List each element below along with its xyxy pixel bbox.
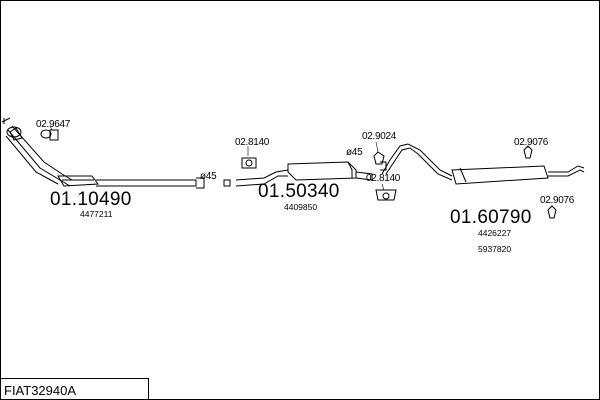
clamp-1-code: 02.9024 (362, 131, 397, 142)
rear-pipe-drawing (373, 143, 585, 219)
mount-1-code: 02.8140 (235, 137, 270, 148)
rear-muffler-oe-number-2: 5937820 (478, 244, 512, 254)
title-box: FIAT32940A (0, 378, 149, 399)
rear-muffler-part-number: 01.60790 (450, 207, 532, 228)
clamp-mid-size: ø45 (346, 147, 363, 158)
middle-muffler-drawing (235, 157, 373, 187)
hanger-2-code: 02.9076 (540, 195, 575, 206)
mount-2-code: 02.8140 (366, 173, 401, 184)
front-pipe-part-number: 01.10490 (50, 189, 132, 210)
middle-muffler-oe-number: 4409850 (284, 202, 318, 212)
hanger-1-code: 02.9076 (514, 137, 549, 148)
front-pipe-oe-number: 4477211 (80, 209, 113, 219)
clamp-front-size: ø45 (200, 171, 217, 182)
rear-muffler-oe-number-1: 4426227 (478, 228, 512, 238)
front-gasket-code: 02.9647 (36, 119, 71, 130)
front-pipe-drawing (1, 117, 231, 189)
middle-muffler-part-number: 01.50340 (258, 181, 340, 202)
diagram-title: FIAT32940A (4, 383, 77, 398)
